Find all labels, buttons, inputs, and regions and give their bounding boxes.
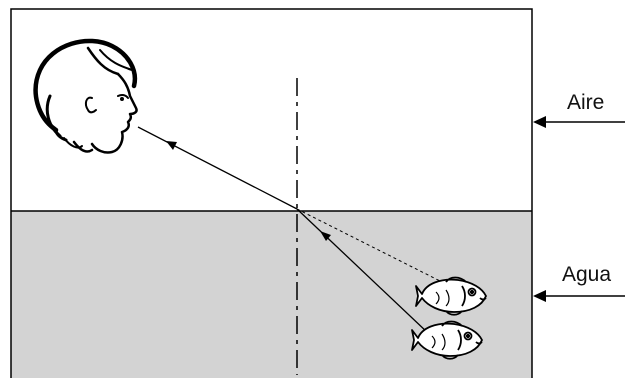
air-label: Aire [567, 92, 604, 113]
water-pointer-arrowhead [533, 290, 546, 302]
water-label: Agua [562, 264, 611, 285]
air-pointer-arrowhead [533, 116, 546, 128]
